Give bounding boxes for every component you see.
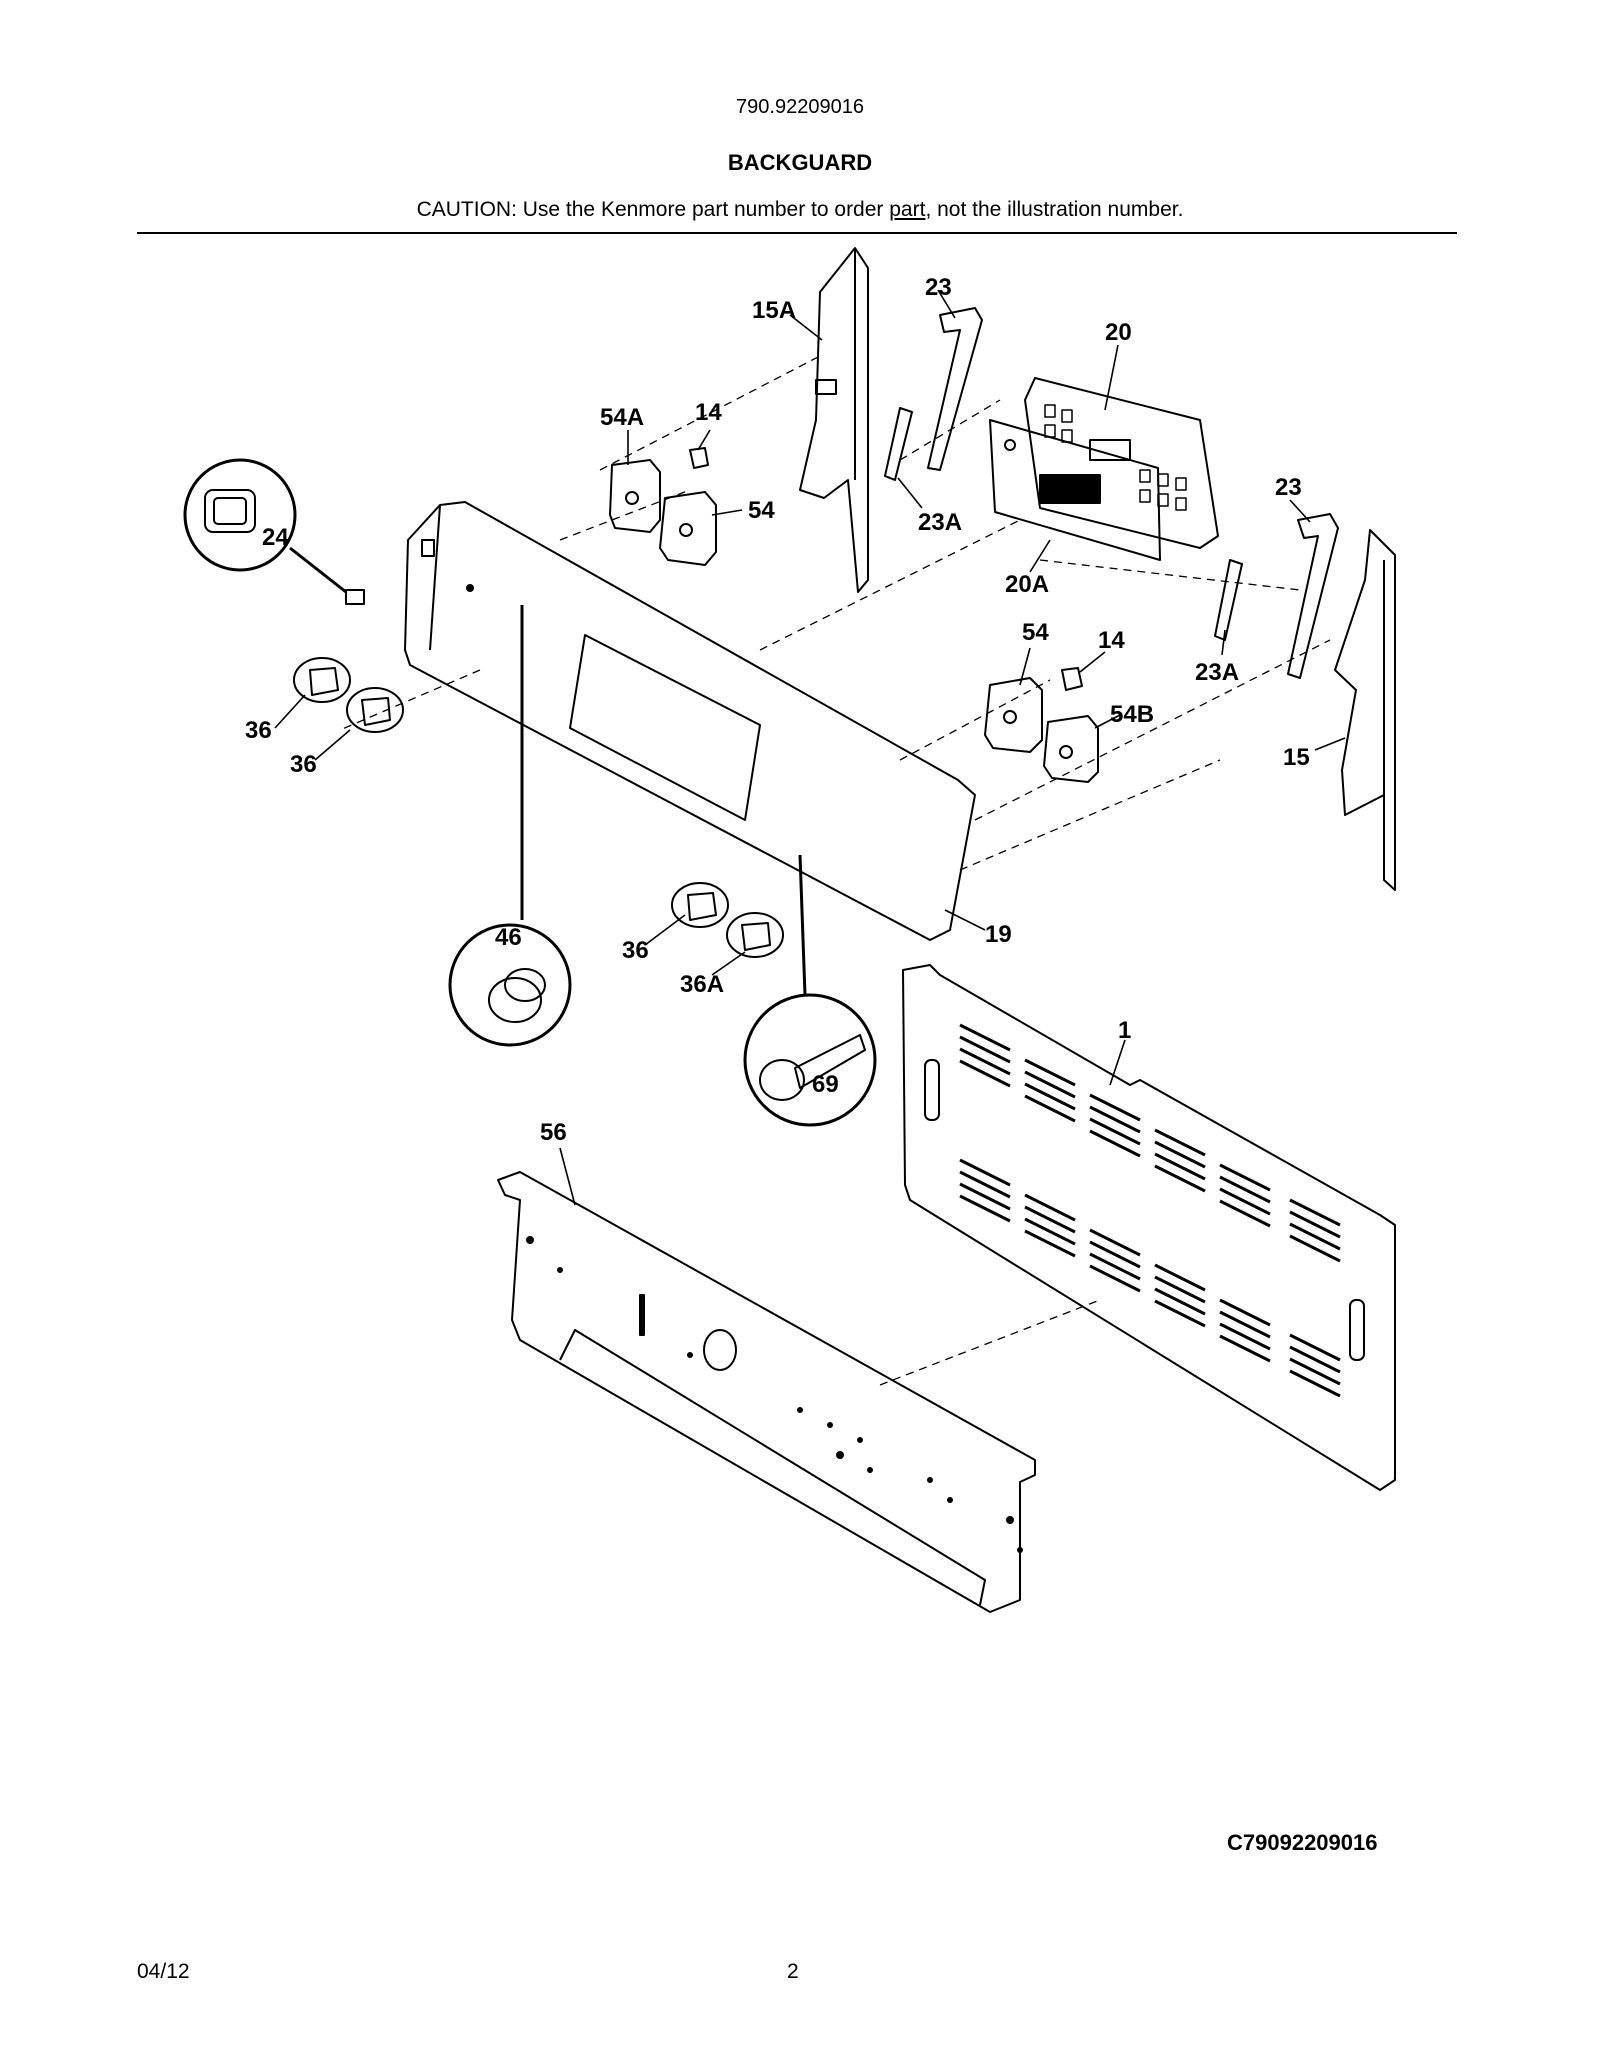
- callout-54-center: 54: [1022, 619, 1049, 646]
- callout-14-upper: 14: [695, 399, 722, 426]
- callout-54b: 54B: [1110, 701, 1154, 728]
- callout-23-upper: 23: [925, 274, 952, 301]
- part-54-infinite-switch: [659, 491, 717, 566]
- caution-note: CAUTION: Use the Kenmore part number to …: [0, 198, 1600, 222]
- callout-36-center: 36: [622, 937, 649, 964]
- callout-36-left-lower: 36: [290, 751, 317, 778]
- callout-36-left-upper: 36: [245, 717, 272, 744]
- header-divider: [137, 232, 1457, 234]
- part-54-infinite-switch-center: [984, 677, 1043, 753]
- caution-part-link[interactable]: part: [889, 198, 926, 221]
- part-20a-keypad-overlay: [989, 419, 1161, 561]
- part-15a-end-bracket: [799, 247, 869, 593]
- part-56-lower-plate: [497, 1171, 1036, 1613]
- callout-19: 19: [985, 921, 1012, 948]
- model-number: 790.92209016: [736, 96, 864, 118]
- part-46-knob-detail: [448, 584, 572, 1047]
- callout-1: 1: [1118, 1017, 1131, 1044]
- section-title: BACKGUARD: [727, 150, 873, 175]
- callout-15: 15: [1283, 744, 1310, 771]
- leader-lines: [274, 289, 1346, 1206]
- part-36-knob-upper-2: [346, 687, 404, 733]
- part-36-knob-lower: [671, 882, 729, 928]
- caution-suffix: , not the illustration number.: [925, 198, 1184, 221]
- part-24-rocker-switch-detail: [183, 458, 365, 605]
- revision-date: 04/12: [137, 1960, 190, 1983]
- callout-15a: 15A: [752, 297, 796, 324]
- part-14-indicator-light: [689, 447, 709, 469]
- part-36a-knob-lower: [726, 912, 784, 958]
- part-23-rail-clip-left: [884, 307, 983, 481]
- callout-20: 20: [1105, 319, 1132, 346]
- part-14-indicator-light-center: [1061, 667, 1083, 691]
- callout-23a-right: 23A: [1195, 659, 1239, 686]
- callout-labels: 15A 23 20 54A 14 54 24 23A 20A 23 54 14 …: [245, 274, 1310, 1146]
- diagram-reference-code: C79092209016: [1227, 1830, 1378, 1855]
- callout-69: 69: [812, 1071, 839, 1098]
- part-19-control-panel: [404, 501, 976, 941]
- part-20-control-board: [1024, 377, 1219, 549]
- part-1-rear-vent-panel: [902, 964, 1396, 1491]
- callout-46: 46: [495, 924, 522, 951]
- callout-23a-upper: 23A: [918, 509, 962, 536]
- part-23-rail-clip-right: [1214, 513, 1339, 679]
- part-54a-infinite-switch: [609, 459, 661, 533]
- page-number: 2: [787, 1960, 799, 1983]
- part-15-end-bracket: [1334, 529, 1396, 891]
- callout-54-upper: 54: [748, 497, 775, 524]
- part-54b-infinite-switch: [1043, 715, 1099, 783]
- caution-prefix: CAUTION: Use the Kenmore part number to …: [416, 198, 890, 221]
- callout-20a: 20A: [1005, 571, 1049, 598]
- part-69-screw-detail: [743, 854, 877, 1127]
- part-36-knob-upper-1: [293, 657, 351, 703]
- callout-56: 56: [540, 1119, 567, 1146]
- callout-36a: 36A: [680, 971, 724, 998]
- callout-54a: 54A: [600, 404, 644, 431]
- callout-23-right: 23: [1275, 474, 1302, 501]
- callout-14-center: 14: [1098, 627, 1125, 654]
- callout-24: 24: [262, 524, 289, 551]
